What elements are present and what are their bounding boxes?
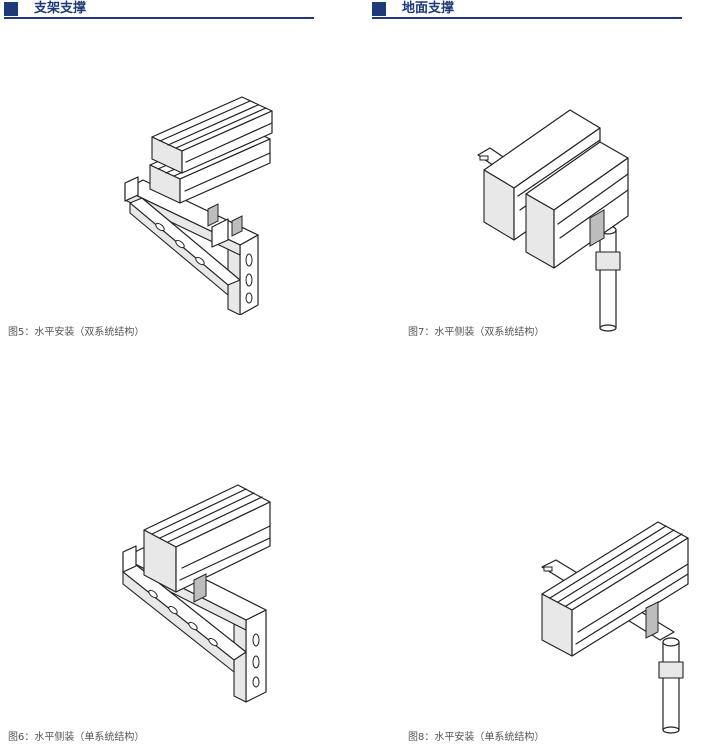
figure-6-illustration bbox=[98, 480, 298, 710]
figure-7-caption: 图7：水平侧装（双系统结构） bbox=[408, 327, 545, 338]
section-title-bracket-support: 支架支撑 bbox=[34, 1, 87, 16]
figure-5-caption: 图5：水平安装（双系统结构） bbox=[8, 327, 145, 338]
figure-8-caption: 图8：水平安装（单系统结构） bbox=[408, 732, 545, 743]
section-divider bbox=[4, 17, 314, 19]
section-divider bbox=[372, 17, 682, 19]
figure-8-illustration bbox=[538, 512, 693, 737]
figure-5-illustration bbox=[100, 95, 300, 315]
section-marker bbox=[4, 2, 18, 16]
figure-7-illustration bbox=[470, 100, 640, 335]
section-header-bracket-support: 支架支撑 bbox=[4, 0, 314, 20]
section-header-ground-support: 地面支撑 bbox=[372, 0, 682, 20]
section-title-ground-support: 地面支撑 bbox=[402, 1, 455, 16]
figure-6-caption: 图6：水平侧装（单系统结构） bbox=[8, 732, 145, 743]
section-marker bbox=[372, 2, 386, 16]
